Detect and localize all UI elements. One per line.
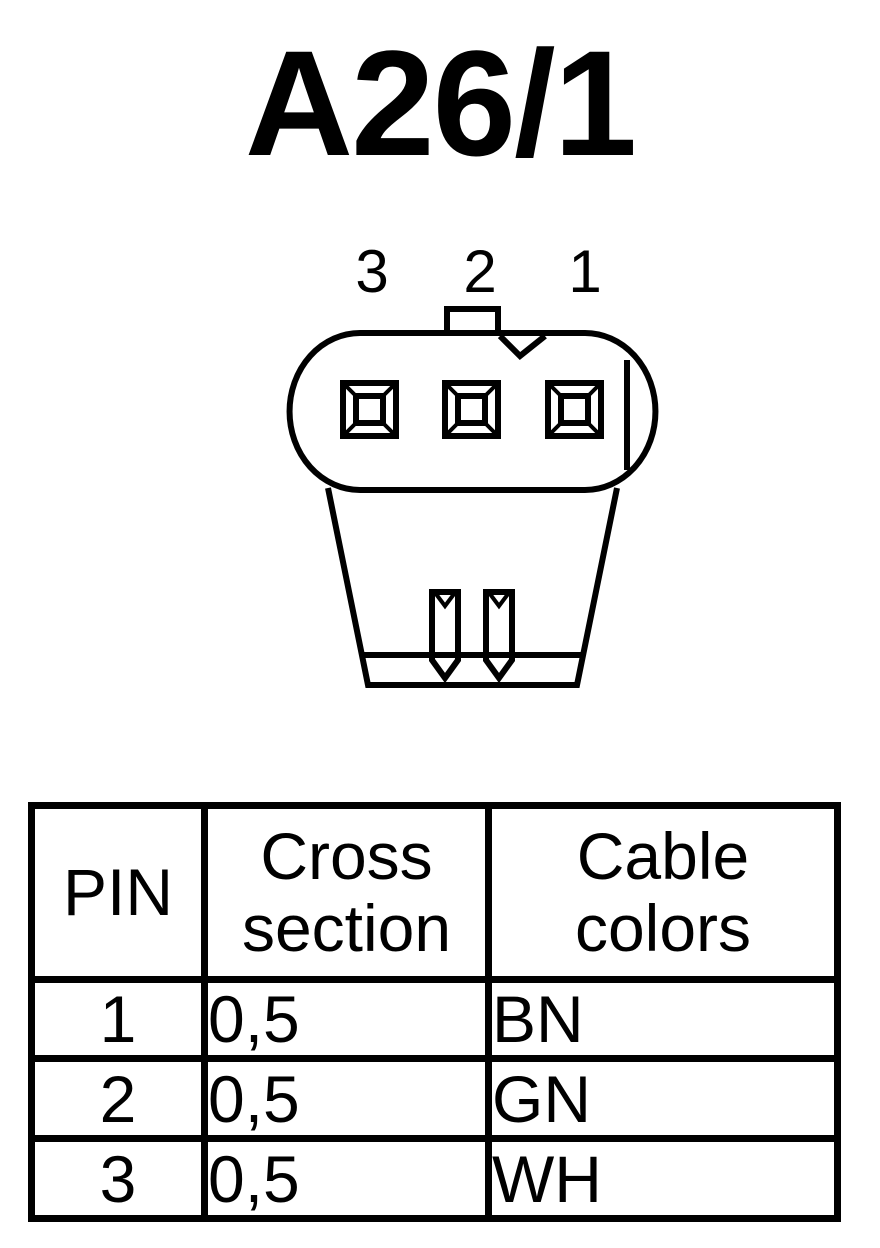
header-pin: PIN	[28, 802, 208, 983]
connector-notch	[497, 333, 547, 361]
cell-cross-section: 0,5	[201, 1135, 492, 1222]
table-row: 1 0,5 BN	[28, 975, 841, 1063]
pin-label-3: 3	[355, 238, 388, 305]
connector-latch-left-tip	[434, 592, 456, 610]
pin-table: PIN Cross section Cable colors 1 0,5 BN …	[28, 802, 841, 1222]
header-cable-colors: Cable colors	[485, 802, 841, 983]
connector-latch-right-tip	[488, 592, 510, 610]
cell-cross-section: 0,5	[201, 975, 492, 1063]
pin-label-2: 2	[463, 238, 496, 305]
pin-socket-1	[545, 380, 604, 439]
connector-latch-left	[429, 589, 461, 684]
three-pin-connector-icon: 3 2 1	[286, 238, 659, 688]
pin-socket-3	[340, 380, 399, 439]
cell-pin: 1	[28, 975, 208, 1063]
pin-socket-2	[442, 380, 501, 439]
cell-cable-color: WH	[485, 1135, 841, 1222]
connector-housing	[286, 330, 659, 493]
table-row: 2 0,5 GN	[28, 1055, 841, 1143]
connector-body	[325, 487, 620, 688]
cell-pin: 3	[28, 1135, 208, 1222]
cell-cable-color: BN	[485, 975, 841, 1063]
connector-key-tab	[444, 306, 501, 333]
cell-cable-color: GN	[485, 1055, 841, 1143]
pin-label-1: 1	[568, 238, 601, 305]
cell-pin: 2	[28, 1055, 208, 1143]
connector-latch-right	[483, 589, 515, 684]
header-cross-section: Cross section	[201, 802, 492, 983]
table-header-row: PIN Cross section Cable colors	[28, 802, 841, 983]
page-title: A26/1	[244, 19, 637, 187]
table-row: 3 0,5 WH	[28, 1135, 841, 1222]
cell-cross-section: 0,5	[201, 1055, 492, 1143]
